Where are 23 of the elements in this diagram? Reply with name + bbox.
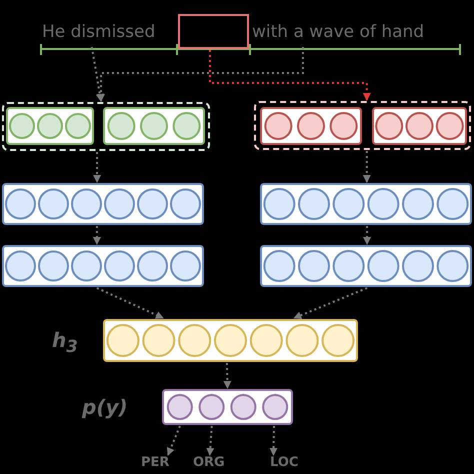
word-label: LOC [270,456,298,469]
dashed-group-box [2,102,210,151]
arrow [92,226,101,245]
dashed-group-box [254,101,471,150]
arrow [96,287,164,319]
arrow [90,46,104,102]
arrow [363,226,372,245]
word-label: with a wave of hand [252,24,424,41]
arrow [270,426,278,456]
blank-word-box [178,14,249,49]
word-label: He dismissed [42,24,156,41]
layer-label: h$_{3}$ [52,330,78,356]
arrow [362,151,371,183]
arrow [166,426,181,456]
word-label: ORG [193,456,225,469]
arrow [208,50,371,101]
arrow [223,362,232,389]
arrow [97,47,304,102]
arrow [93,152,102,183]
word-label: PER [141,456,170,469]
layer-label: p(y) [82,397,128,417]
arrow [206,426,214,456]
arrow [293,287,368,320]
